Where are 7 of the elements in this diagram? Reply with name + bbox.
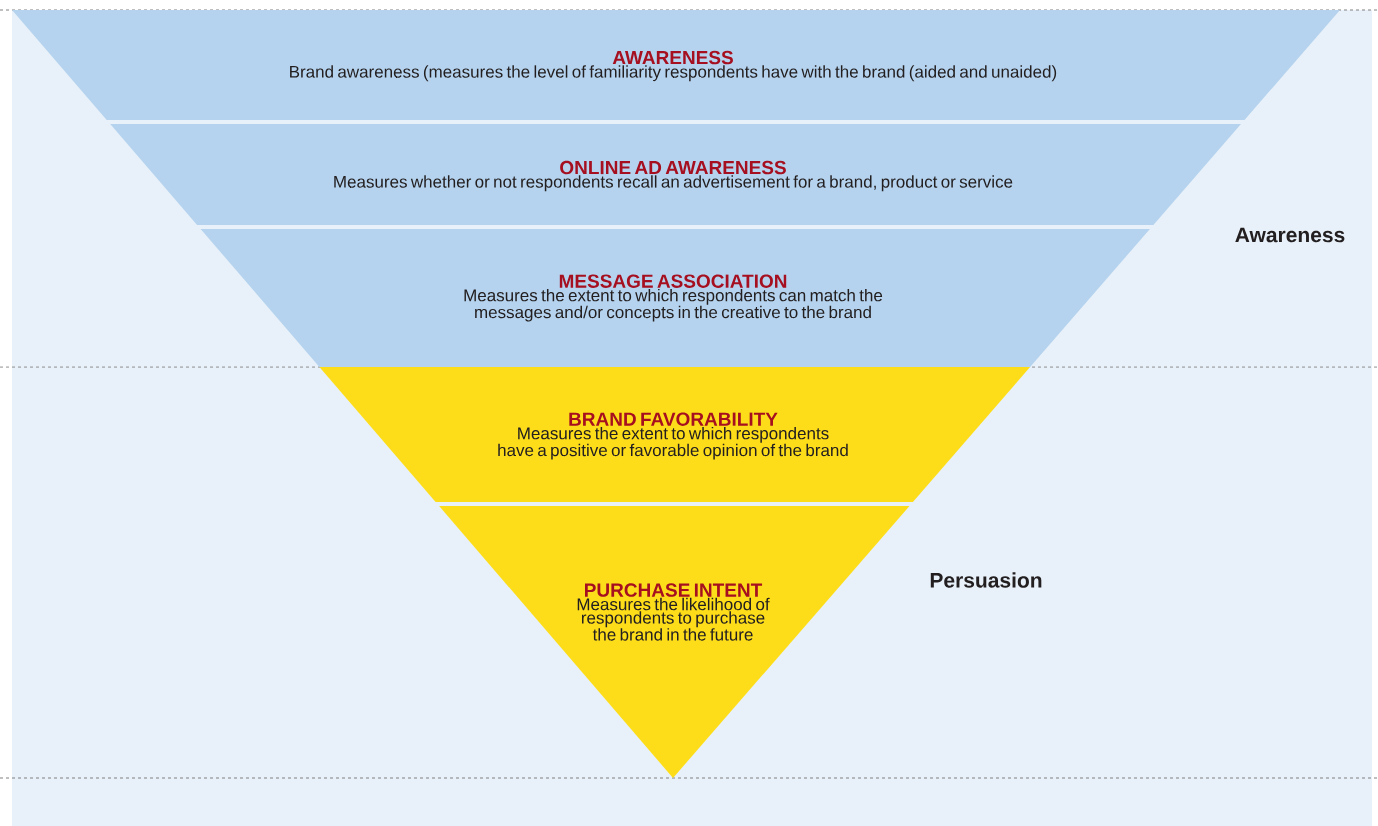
funnel-band: AWARENESS Brand awareness (measures the level of familiarity respondents have with the brand (aided and unaided): [12, 10, 1340, 120]
funnel-band: MESSAGE ASSOCIATION Measures the extent to which respondents can match the messages and/or concepts in the creative to the brand: [200, 229, 1150, 367]
funnel-band: PURCHASE INTENT Measures the likelihood of respondents to purchase the brand in the future: [439, 506, 910, 778]
stage-label: Persuasion: [930, 572, 1042, 588]
funnel-band: ONLINE AD AWARENESS Measures whether or not respondents recall an advertisement for a brand, product or service: [110, 124, 1241, 225]
funnel-band: BRAND FAVORABILITY Measures the extent to which respondents have a positive or favorable opinion of the brand: [319, 367, 1031, 502]
stage-label: Awareness: [1235, 227, 1345, 243]
